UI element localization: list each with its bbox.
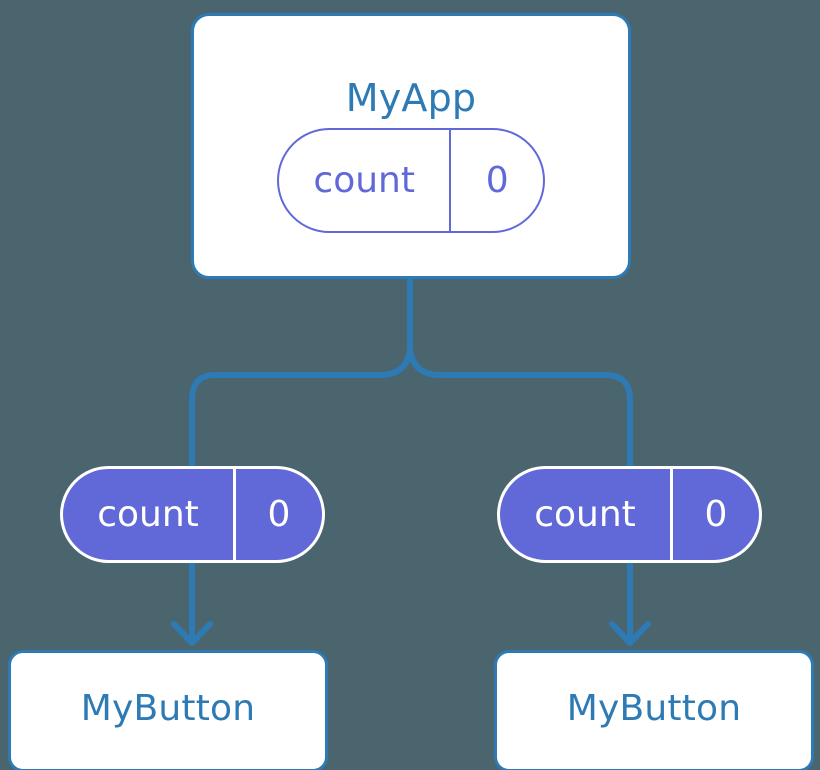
state-pill-root-key: count — [313, 160, 415, 201]
state-pill-child-left-value: 0 — [233, 469, 322, 560]
state-pill-root[interactable]: count 0 — [277, 128, 545, 233]
state-pill-child-right-key: count — [534, 494, 636, 535]
component-title-mybutton-left: MyButton — [80, 688, 256, 729]
component-title-mybutton-right: MyButton — [566, 688, 742, 729]
component-title-myapp: MyApp — [345, 76, 477, 120]
state-pill-child-left-key: count — [97, 494, 199, 535]
component-card-mybutton-left[interactable]: MyButton — [8, 650, 328, 770]
prop-arrow-left-head — [171, 621, 213, 646]
prop-arrow-right-head — [609, 621, 651, 646]
fork-branch-right — [407, 348, 633, 466]
component-card-mybutton-right[interactable]: MyButton — [494, 650, 814, 770]
fork-branch-left — [189, 348, 413, 466]
state-pill-child-right[interactable]: count 0 — [497, 466, 762, 563]
state-pill-child-right-value: 0 — [670, 469, 759, 560]
state-pill-child-left[interactable]: count 0 — [60, 466, 325, 563]
state-pill-root-value: 0 — [449, 130, 543, 231]
